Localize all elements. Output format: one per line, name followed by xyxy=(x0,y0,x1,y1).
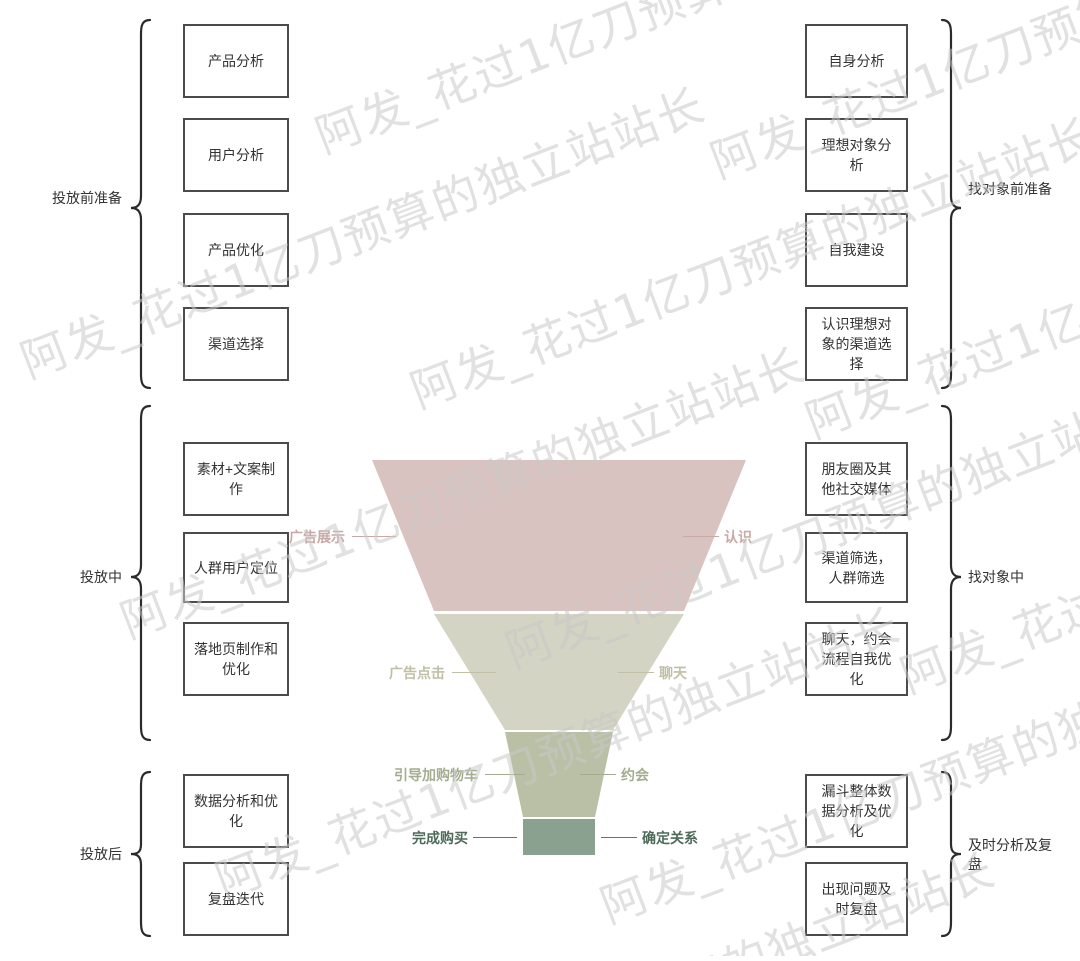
right-group-2-item-2[interactable]: 渠道筛选，人群筛选 xyxy=(805,532,908,603)
right-group-brace-3 xyxy=(940,770,962,938)
funnel-label-left-3: 引导加购物车 xyxy=(394,767,478,783)
funnel-leader-left-4 xyxy=(473,837,517,838)
funnel-segment-2 xyxy=(434,614,684,730)
right-group-label-3: 及时分析及复盘 xyxy=(968,837,1052,872)
funnel-segment-4 xyxy=(523,819,595,855)
funnel-leader-left-1 xyxy=(352,536,396,537)
left-group-brace-2 xyxy=(130,404,152,742)
funnel-leader-right-2 xyxy=(618,672,654,673)
funnel-label-right-1: 认识 xyxy=(724,529,752,545)
funnel-label-right-3: 约会 xyxy=(621,767,649,783)
right-group-3-item-2[interactable]: 出现问题及时复盘 xyxy=(805,862,908,936)
funnel-label-left-1: 广告展示 xyxy=(289,529,345,545)
left-group-2-item-1[interactable]: 素材+文案制作 xyxy=(183,442,289,516)
left-group-label-2: 投放中 xyxy=(80,569,122,585)
left-group-3-item-1[interactable]: 数据分析和优化 xyxy=(183,774,289,848)
funnel-label-right-4: 确定关系 xyxy=(642,830,698,846)
left-group-2-item-3[interactable]: 落地页制作和优化 xyxy=(183,622,289,696)
right-group-1-item-1[interactable]: 自身分析 xyxy=(805,24,908,98)
funnel-segment-1 xyxy=(372,460,746,611)
funnel-leader-right-1 xyxy=(683,536,719,537)
funnel-leader-right-3 xyxy=(580,774,616,775)
left-group-3-item-2[interactable]: 复盘迭代 xyxy=(183,862,289,936)
left-group-brace-1 xyxy=(130,18,152,390)
left-group-label-3: 投放后 xyxy=(80,846,122,862)
left-group-1-item-4[interactable]: 渠道选择 xyxy=(183,307,289,381)
funnel-label-right-2: 聊天 xyxy=(659,665,687,681)
left-group-1-item-2[interactable]: 用户分析 xyxy=(183,118,289,192)
right-group-brace-2 xyxy=(940,404,962,742)
funnel-label-left-4: 完成购买 xyxy=(412,830,468,846)
left-group-1-item-3[interactable]: 产品优化 xyxy=(183,213,289,287)
funnel-leader-right-4 xyxy=(601,837,637,838)
right-group-2-item-3[interactable]: 聊天，约会流程自我优化 xyxy=(805,622,908,696)
right-group-1-item-3[interactable]: 自我建设 xyxy=(805,213,908,287)
right-group-1-item-4[interactable]: 认识理想对象的渠道选择 xyxy=(805,307,908,381)
right-group-1-item-2[interactable]: 理想对象分析 xyxy=(805,118,908,192)
left-group-1-item-1[interactable]: 产品分析 xyxy=(183,24,289,98)
right-group-3-item-1[interactable]: 漏斗整体数据分析及优化 xyxy=(805,774,908,848)
right-group-2-item-1[interactable]: 朋友圈及其他社交媒体 xyxy=(805,442,908,516)
funnel-leader-left-3 xyxy=(485,774,525,775)
funnel-leader-left-2 xyxy=(452,672,496,673)
left-group-brace-3 xyxy=(130,770,152,938)
funnel-label-left-2: 广告点击 xyxy=(389,665,445,681)
right-group-label-1: 找对象前准备 xyxy=(968,181,1052,197)
funnel-segment-3 xyxy=(505,732,613,817)
right-group-label-2: 找对象中 xyxy=(968,569,1024,585)
left-group-label-1: 投放前准备 xyxy=(52,190,122,206)
right-group-brace-1 xyxy=(940,18,962,390)
left-group-2-item-2[interactable]: 人群用户定位 xyxy=(183,532,289,603)
